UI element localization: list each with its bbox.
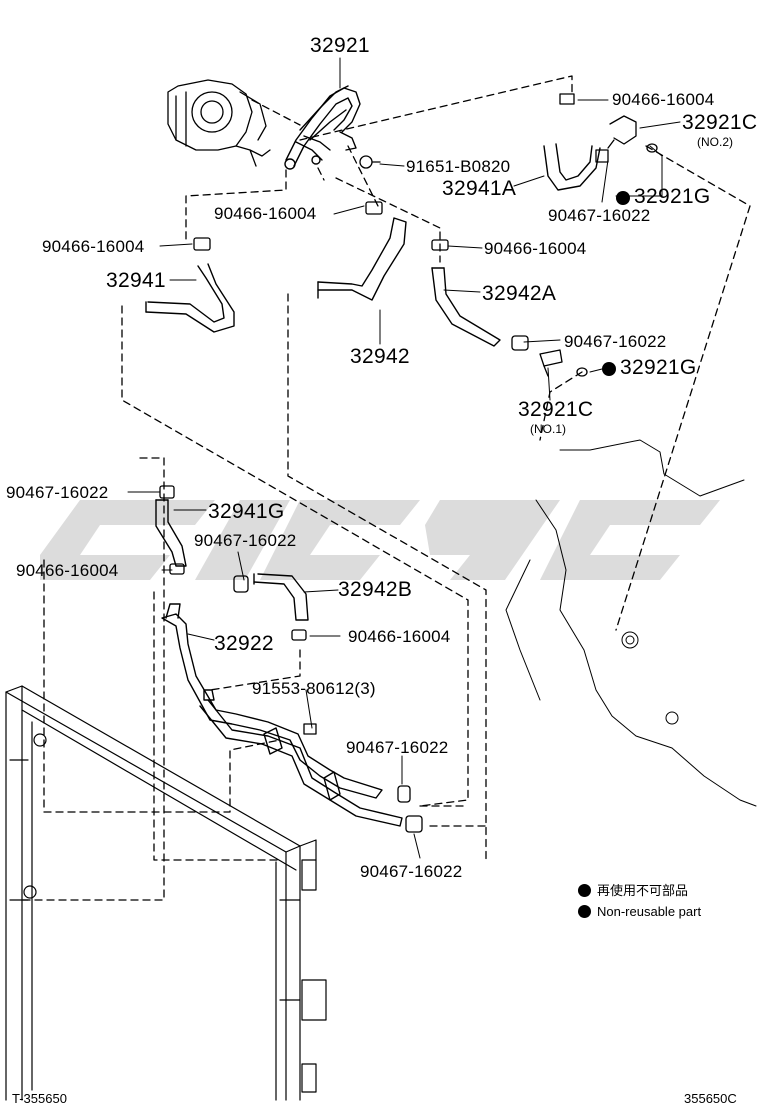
- clamp-90467-mid: [511, 335, 529, 351]
- clamp-90467-left: [159, 485, 175, 499]
- footer-right-code: 355650C: [684, 1091, 737, 1106]
- label-32941G: 32941G: [208, 500, 285, 523]
- clamp-90467-center: [233, 575, 249, 593]
- label-no1: (NO.1): [530, 422, 566, 436]
- outlet-pipe-32921: [284, 85, 361, 170]
- label-91651-B0820: 91651-B0820: [406, 157, 511, 176]
- label-32921: 32921: [310, 34, 370, 57]
- hose-32942: [317, 217, 407, 301]
- label-90467-16022-top: 90467-16022: [548, 206, 651, 225]
- label-91553-80612: 91553-80612(3): [252, 679, 376, 698]
- label-32921C-mid: 32921C: [518, 398, 594, 421]
- label-no2: (NO.2): [697, 135, 733, 149]
- radiator: [5, 685, 327, 1101]
- hose-32941: [145, 263, 235, 333]
- label-32942: 32942: [350, 345, 410, 368]
- hose-32942A: [431, 267, 501, 347]
- legend-non-reusable-en: Non-reusable part: [578, 905, 701, 918]
- label-90466-16004-lower: 90466-16004: [16, 561, 119, 580]
- label-90466-16004-mid: 90466-16004: [214, 204, 317, 223]
- label-32941A: 32941A: [442, 177, 517, 200]
- label-32942B: 32942B: [338, 578, 413, 601]
- clamp-90466-left: [193, 237, 211, 251]
- label-32921C-top: 32921C: [682, 111, 758, 134]
- label-90467-16022-mid: 90467-16022: [564, 332, 667, 351]
- legend-non-reusable-jp: 再使用不可部品: [578, 884, 688, 897]
- non-reusable-marker: [578, 905, 591, 918]
- gasket-32921G-mid: [576, 367, 588, 377]
- label-90466-16004-lower-right: 90466-16004: [348, 627, 451, 646]
- label-90466-16004-left: 90466-16004: [42, 237, 145, 256]
- label-32942A: 32942A: [482, 282, 557, 305]
- footer-left-code: T-355650: [12, 1091, 67, 1106]
- non-reusable-marker: [578, 884, 591, 897]
- label-90466-16004-top: 90466-16004: [612, 90, 715, 109]
- dashed-frames: [19, 293, 487, 901]
- hose-32942B: [253, 573, 309, 621]
- union-32921C-no2: [607, 115, 637, 149]
- clamp-90467-top: [595, 149, 609, 163]
- non-reusable-marker: [602, 362, 616, 376]
- bolt-91651: [359, 155, 381, 169]
- label-90467-16022-lower: 90467-16022: [346, 738, 449, 757]
- label-90466-16004-right: 90466-16004: [484, 239, 587, 258]
- water-pump-housing: [167, 79, 271, 167]
- watermark-logo: [40, 500, 720, 580]
- gasket-32921G-top: [646, 143, 658, 153]
- clamp-90467-bottom: [405, 815, 423, 833]
- hose-32941A: [543, 143, 601, 191]
- label-32921G-top: 32921G: [616, 186, 711, 207]
- union-32921C-no1: [539, 349, 563, 377]
- label-32922: 32922: [214, 632, 274, 655]
- label-90467-16022-bottom: 90467-16022: [360, 862, 463, 881]
- pipe-32922: [161, 603, 403, 827]
- hose-32941G: [155, 499, 187, 567]
- bolt-91553: [303, 723, 317, 735]
- clamp-90466-top: [559, 93, 575, 105]
- label-90467-16022-left: 90467-16022: [6, 483, 109, 502]
- clamp-90467-lower: [397, 785, 411, 803]
- clamp-90466-mid: [365, 201, 383, 215]
- label-32921G-mid: 32921G: [602, 357, 697, 378]
- label-90467-16022-center: 90467-16022: [194, 531, 297, 550]
- label-32941: 32941: [106, 269, 166, 292]
- clamp-90466-right: [431, 239, 449, 251]
- clamp-90466-lower-right: [291, 629, 307, 641]
- clamp-90466-lower: [169, 563, 185, 575]
- non-reusable-marker: [616, 191, 630, 205]
- engine-block-outline: [505, 439, 757, 807]
